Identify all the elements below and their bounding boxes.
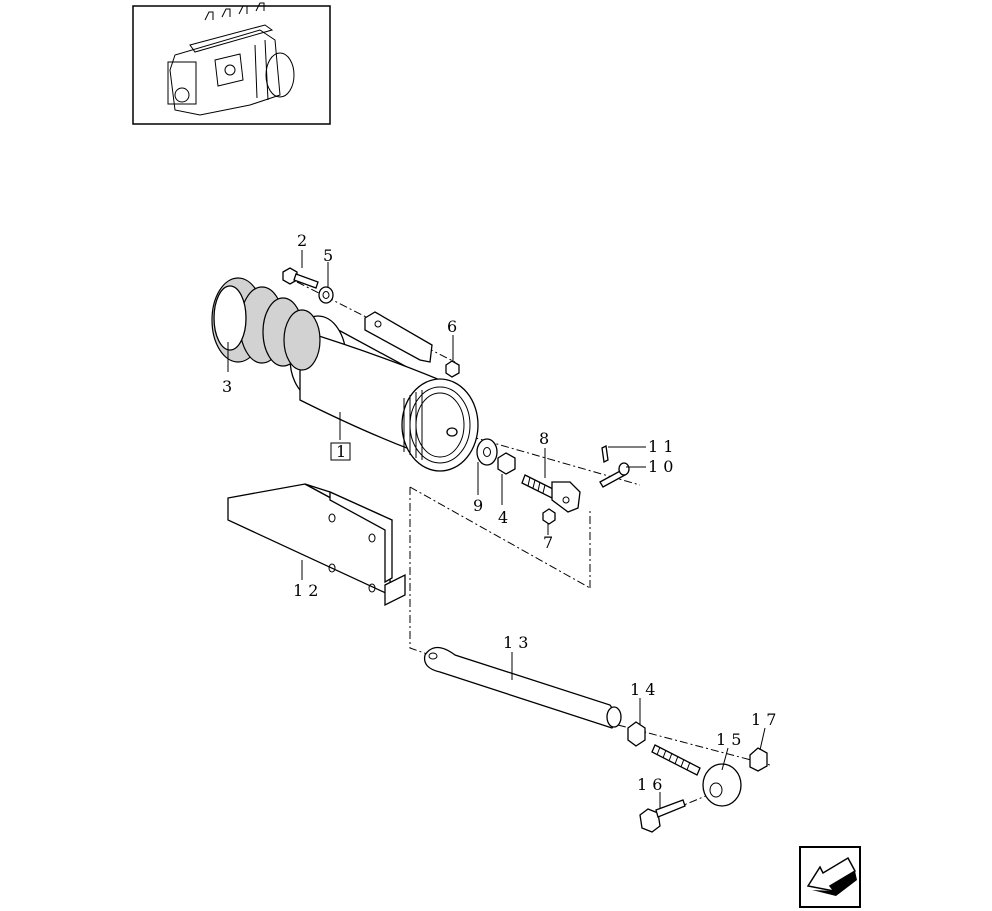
previous-page-button[interactable] [799,846,861,908]
leader-lines [227,250,766,808]
previous-page-arrow-icon [806,856,857,896]
label-10: 1 0 [648,457,673,476]
label-16: 1 6 [637,775,662,794]
label-13: 1 3 [503,633,528,652]
nut-6 [445,360,460,378]
mounting-bracket [227,483,406,607]
washer-5-hole [322,291,330,299]
label-7: 7 [543,533,553,552]
label-11: 1 1 [648,437,673,456]
nut-7 [542,508,556,525]
nut-17 [749,747,768,772]
label-2: 2 [297,231,307,250]
overview-thumbnail[interactable] [132,2,331,125]
label-5: 5 [323,246,333,265]
washer-9-hole [483,447,491,457]
bolt-2 [282,267,319,289]
bolt-16 [639,799,686,833]
pin-10 [599,462,630,488]
solenoid-body [289,311,479,472]
nut-14 [627,721,646,747]
label-6: 6 [447,317,457,336]
label-17: 1 7 [751,710,776,729]
control-rod [423,646,622,729]
label-4: 4 [498,508,508,527]
part-labels: 1 2 3 4 5 6 7 8 9 1 0 1 1 1 2 1 3 1 4 1 … [222,231,776,794]
label-1: 1 [336,442,346,461]
label-14: 1 4 [630,680,655,699]
washer-9 [476,438,498,466]
nut-4 [497,452,516,475]
label-8: 8 [539,429,549,448]
clevis-8 [521,474,581,513]
washer-5 [318,286,334,304]
label-15: 1 5 [716,730,741,749]
engine-pump-icon [167,2,295,116]
label-12: 1 2 [293,581,318,600]
rod-end-15 [651,744,742,807]
label-box-1 [330,442,351,461]
label-9: 9 [473,496,483,515]
label-3: 3 [222,377,232,396]
rubber-boot [211,277,321,371]
clip-11 [601,445,609,463]
